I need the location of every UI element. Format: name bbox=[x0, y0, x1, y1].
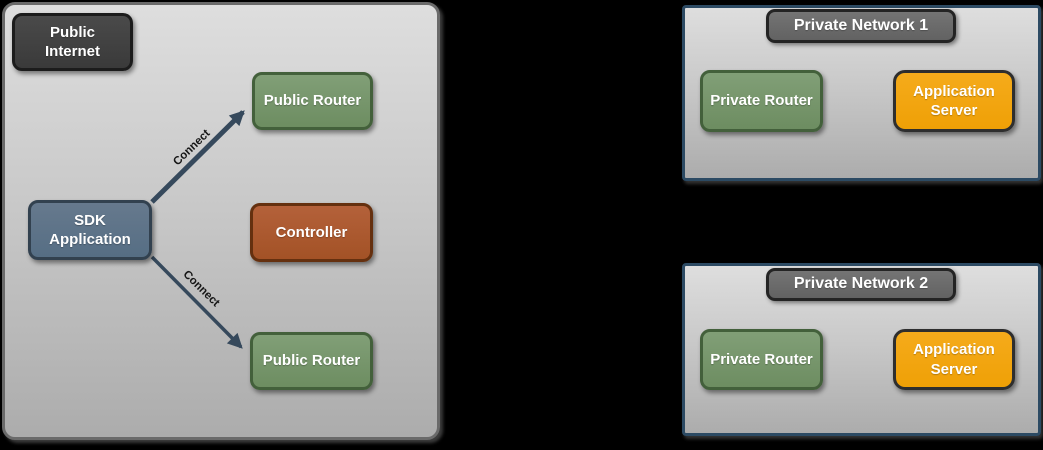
node-application-server-2: Application Server bbox=[893, 329, 1015, 390]
private-network-1-title: Private Network 1 bbox=[766, 9, 956, 43]
node-public-router-bottom: Public Router bbox=[250, 332, 373, 390]
private-network-2-title: Private Network 2 bbox=[766, 268, 956, 301]
node-sdk-application: SDK Application bbox=[28, 200, 152, 260]
public-internet-label: Public Internet bbox=[12, 13, 133, 71]
node-application-server-1: Application Server bbox=[893, 70, 1015, 132]
node-private-router-2: Private Router bbox=[700, 329, 823, 390]
node-public-router-top: Public Router bbox=[252, 72, 373, 130]
node-private-router-1: Private Router bbox=[700, 70, 823, 132]
node-controller: Controller bbox=[250, 203, 373, 262]
